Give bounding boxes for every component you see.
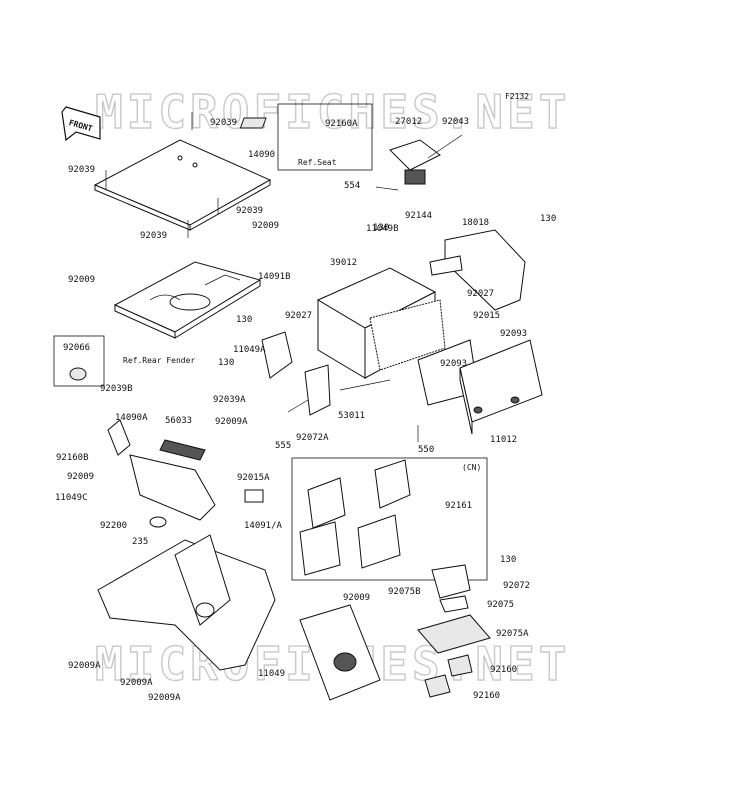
part-label-92160a-9: 92160A	[325, 119, 358, 129]
part-label-92009a-54: 92009A	[120, 678, 153, 688]
ref-seat-label: Ref.Seat	[298, 158, 337, 167]
part-label-92039-4: 92039	[236, 206, 263, 216]
mat-14091b	[113, 261, 262, 339]
ref-rear-fender-box	[53, 335, 105, 387]
part-label-92039-1: 92039	[210, 118, 237, 128]
tail-light-housing	[107, 419, 264, 528]
part-label-53011-33: 53011	[338, 411, 365, 421]
part-label-130-22: 130	[236, 315, 252, 325]
bracket-92072a	[304, 364, 331, 416]
part-label-14090-2: 14090	[248, 150, 275, 160]
part-label-92039b-28: 92039B	[100, 384, 133, 394]
part-label-92075b-48: 92075B	[388, 587, 421, 597]
part-label-92009a-32: 92009A	[215, 417, 248, 427]
part-label-92160-53: 92160	[490, 665, 517, 675]
part-label-130-16: 130	[540, 214, 556, 224]
part-label-27012-10: 27012	[395, 117, 422, 127]
tool-box-39012	[316, 267, 446, 379]
part-label-18018-15: 18018	[462, 218, 489, 228]
part-label-92075-49: 92075	[487, 600, 514, 610]
part-label-92009-50: 92009	[343, 593, 370, 603]
part-label-554-12: 554	[344, 181, 360, 191]
part-label-11012-37: 11012	[490, 435, 517, 445]
part-label-14091b-7: 14091B	[258, 272, 291, 282]
part-label-11049a-25: 11049A	[233, 345, 266, 355]
right-small-parts	[417, 564, 491, 698]
part-label-92009-6: 92009	[252, 221, 279, 231]
part-label-92009a-52: 92009A	[68, 661, 101, 671]
part-label-92072-47: 92072	[503, 581, 530, 591]
part-label-92160b-38: 92160B	[56, 453, 89, 463]
part-label-92075a-51: 92075A	[496, 629, 529, 639]
part-label-92093-27: 92093	[440, 359, 467, 369]
part-label-11049b-17: 11049B	[366, 224, 399, 234]
part-label-92093-21: 92093	[500, 329, 527, 339]
part-label-92072a-35: 92072A	[296, 433, 329, 443]
bracket-11049a	[261, 331, 293, 379]
part-label-550-36: 550	[418, 445, 434, 455]
part-label-56033-31: 56033	[165, 416, 192, 426]
part-label-39012-18: 39012	[330, 258, 357, 268]
part-label-92015-20: 92015	[473, 311, 500, 321]
part-label-92027-23: 92027	[285, 311, 312, 321]
part-label-14090a-30: 14090A	[115, 413, 148, 423]
part-label-92027-19: 92027	[467, 289, 494, 299]
part-label-92039-5: 92039	[140, 231, 167, 241]
lid-11012	[459, 339, 543, 435]
part-label-92066-24: 92066	[63, 343, 90, 353]
part-label-235-45: 235	[132, 537, 148, 547]
rear-fender-14091a	[97, 534, 276, 671]
part-label-11049-55: 11049	[258, 669, 285, 679]
part-label-11049c-40: 11049C	[55, 493, 88, 503]
part-label-92009-8: 92009	[68, 275, 95, 285]
front-arrow-icon: FRONT	[61, 106, 101, 142]
part-label-92160-56: 92160	[473, 691, 500, 701]
ref-rear-fender-label: Ref.Rear Fender	[123, 356, 195, 365]
watermark-top: MICROFICHES.NET	[95, 85, 570, 139]
part-labels: 92039 14090 92039 92039 92039 92009 14091B 9200…	[55, 117, 556, 703]
part-label-92009a-57: 92009A	[148, 693, 181, 703]
part-label-92009-39: 92009	[67, 472, 94, 482]
figure-code: F2132	[505, 92, 529, 101]
foam-blocks-92161	[299, 459, 411, 576]
bolt-markers	[105, 112, 219, 238]
part-label-555-34: 555	[275, 441, 291, 451]
part-label-14091a-44: 14091/A	[244, 521, 283, 531]
cn-box	[291, 457, 488, 581]
part-label-92039a-29: 92039A	[213, 395, 246, 405]
cn-label: (CN)	[462, 463, 481, 472]
ref-seat-box	[277, 103, 373, 171]
part-label-92161-42: 92161	[445, 501, 472, 511]
part-label-92043-11: 92043	[442, 117, 469, 127]
part-label-92015a-41: 92015A	[237, 473, 270, 483]
part-label-130-46: 130	[500, 555, 516, 565]
seat-plate-14090	[93, 139, 272, 231]
part-label-130-26: 130	[218, 358, 234, 368]
part-label-92144-13: 92144	[405, 211, 432, 221]
part-label-130-14: 130	[373, 223, 389, 233]
bracket-18018	[429, 229, 526, 311]
part-label-92039-3: 92039	[68, 165, 95, 175]
bracket-11049	[299, 604, 381, 701]
latch-assembly	[375, 134, 463, 191]
part-label-92200-43: 92200	[100, 521, 127, 531]
